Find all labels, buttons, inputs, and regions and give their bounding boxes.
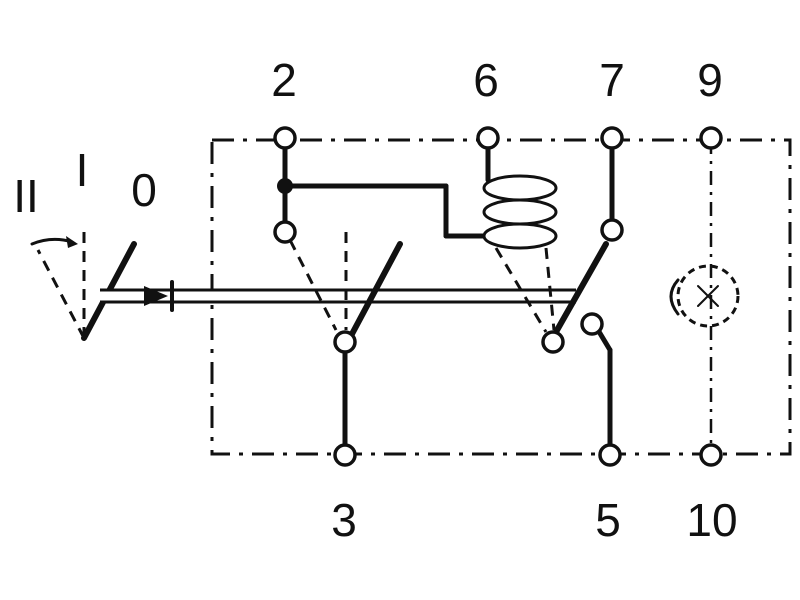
coil-winding-upper-icon [482,174,558,202]
lamp-icon [676,264,740,328]
terminal-label-6: 6 [473,54,499,106]
mechanical-link-rail [100,280,576,312]
terminal-node-6 [476,126,500,150]
terminal-node-5 [598,443,622,467]
contact-bank-6-7-5 [482,135,615,458]
terminal-node-9 [699,126,723,150]
terminal-node-2 [273,126,297,150]
terminal-label-3: 3 [331,494,357,546]
coil-winding-middle-icon [482,198,558,226]
contact-node-2-lower [273,220,297,244]
switch-housing-outline [210,138,792,456]
junction-dot [277,178,293,194]
terminal-label-5: 5 [595,494,621,546]
contact-node-common [541,330,565,354]
contact-node-5-upper [580,312,604,336]
indicator-lamp [669,140,740,454]
position-label-I: I [76,144,89,196]
terminal-node-3 [333,443,357,467]
contact-bank-2-3 [282,135,489,458]
arrow-head-icon [144,286,168,306]
terminal-node-10 [699,443,723,467]
contact-node-3-upper [333,330,357,354]
terminal-label-7: 7 [599,54,625,106]
terminal-label-2: 2 [271,54,297,106]
coil-winding-lower-icon [482,222,558,250]
switch-actuator-lever [30,232,137,341]
terminal-label-9: 9 [697,54,723,106]
contact-node-7-lower [600,218,624,242]
position-label-II: II [13,170,39,222]
terminal-label-10: 10 [686,494,737,546]
position-label-0: 0 [131,164,157,216]
terminal-node-7 [600,126,624,150]
